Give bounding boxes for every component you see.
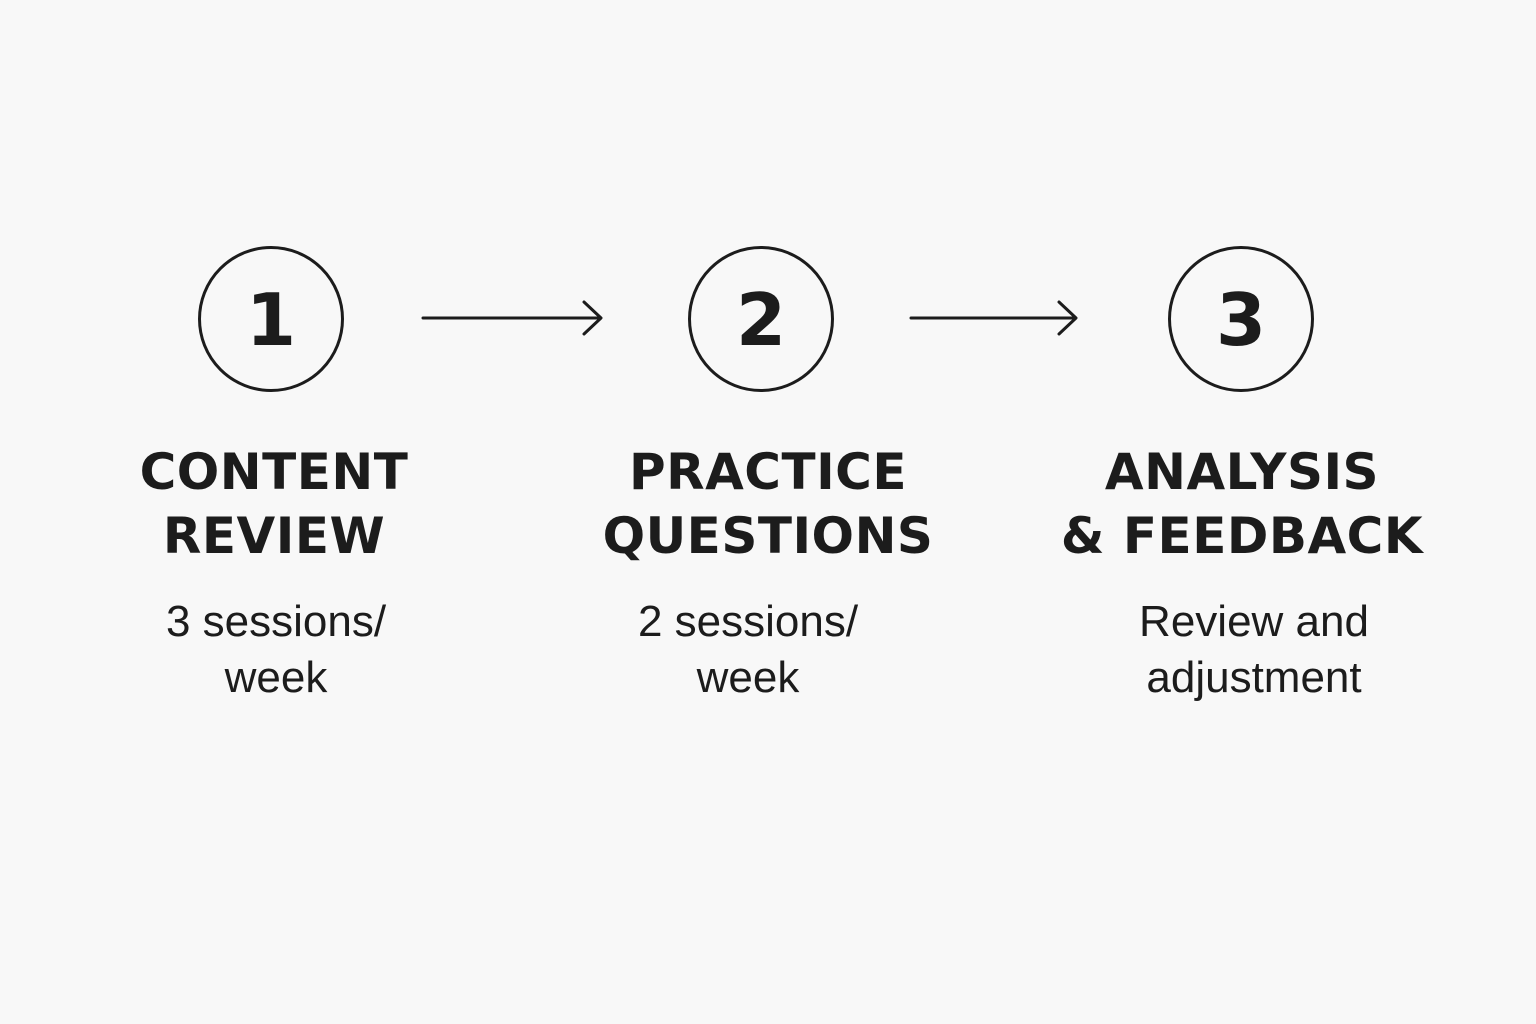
arrow-right-icon [421, 300, 603, 336]
step-3-number: 3 [1215, 278, 1267, 362]
step-2-circle: 2 [688, 246, 834, 392]
step-1-circle: 1 [198, 246, 344, 392]
step-2-sub-line2: week [696, 653, 800, 702]
step-2-sub-line1: 2 sessions/ [637, 597, 859, 646]
step-1-title: CONTENT REVIEW [64, 440, 484, 568]
step-2-title-line2: QUESTIONS [602, 507, 934, 565]
arrow-right-icon [909, 300, 1078, 336]
step-1-sub-line1: 3 sessions/ [165, 597, 387, 646]
step-3-title: ANALYSIS & FEEDBACK [1032, 440, 1452, 568]
step-1-subtitle: 3 sessions/ week [76, 594, 476, 706]
step-3-title-line1: ANALYSIS [1104, 443, 1380, 501]
step-1-title-line2: REVIEW [162, 507, 386, 565]
step-1-number: 1 [245, 278, 297, 362]
step-3-sub-line2: adjustment [1146, 653, 1362, 702]
step-3-sub-line1: Review and [1139, 597, 1369, 646]
step-3-title-line2: & FEEDBACK [1060, 507, 1424, 565]
step-2-number: 2 [735, 278, 787, 362]
step-3-circle: 3 [1168, 246, 1314, 392]
step-1-sub-line2: week [224, 653, 328, 702]
step-1-title-line1: CONTENT [139, 443, 409, 501]
step-3-subtitle: Review and adjustment [1054, 594, 1454, 706]
step-2-title-line1: PRACTICE [628, 443, 908, 501]
step-2-title: PRACTICE QUESTIONS [558, 440, 978, 568]
step-2-subtitle: 2 sessions/ week [548, 594, 948, 706]
